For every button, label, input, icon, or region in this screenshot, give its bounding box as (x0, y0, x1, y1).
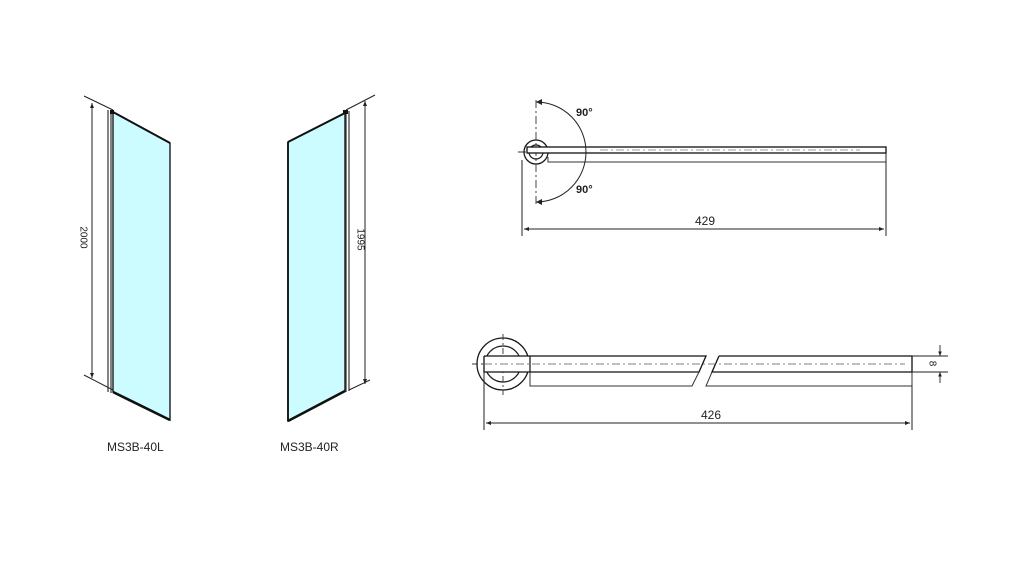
angle-lower-label: 90° (576, 184, 593, 196)
profile-width-dim: 426 (701, 408, 722, 422)
angle-upper-label: 90° (576, 107, 593, 119)
panel-right-height-dim: 1995 (354, 228, 366, 251)
panel-left-label: MS3B-40L (107, 440, 164, 454)
panel-left-drawing (83, 95, 171, 422)
rotation-width-dim: 429 (695, 214, 716, 228)
panel-right-label: MS3B-40R (280, 440, 339, 454)
top-view-profile-drawing (472, 334, 948, 430)
profile-thickness-dim: 8 (926, 360, 938, 367)
panel-left-height-dim: 2000 (77, 226, 89, 249)
panel-right-drawing (287, 94, 376, 423)
top-view-rotation-drawing (518, 99, 887, 236)
